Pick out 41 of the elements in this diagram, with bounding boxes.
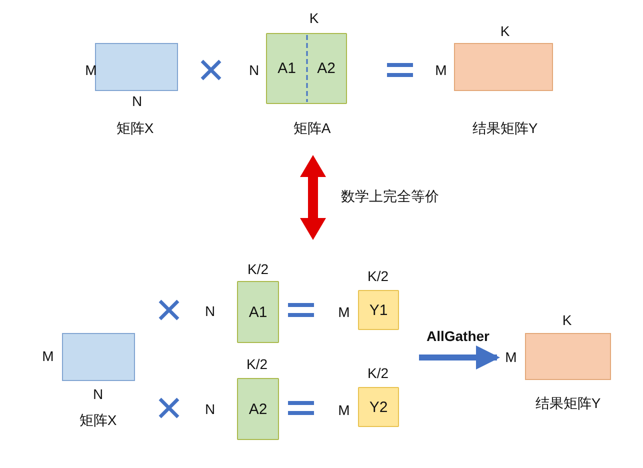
submatrix-label: A1 [278,60,296,77]
matrix-box [266,33,347,104]
matrix-box [454,43,553,91]
matrix-caption: 矩阵X [79,412,117,430]
dimension-label: K/2 [246,356,268,372]
matrix-box [237,378,279,440]
dimension-label: K [500,23,510,39]
note-text: 数学上完全等价 [341,188,439,206]
submatrix-label: A2 [248,400,268,418]
dimension-label: K [562,312,572,328]
dimension-label: M [435,62,447,78]
dimension-label: N [248,62,260,78]
dimension-label: N [92,386,104,402]
dimension-label: K/2 [368,365,388,381]
matrix-box [237,281,279,343]
matrix-caption: 矩阵X [116,120,154,138]
matrix-box [525,333,611,380]
submatrix-label: A1 [248,304,268,320]
dimension-label: M [338,402,350,418]
arrow [419,346,500,370]
dimension-label: K/2 [368,268,388,284]
dimension-label: N [204,401,216,417]
dimension-label: N [132,93,142,109]
matrix-caption: 结果矩阵Y [472,120,538,138]
submatrix-label: Y2 [369,398,388,416]
matrix-box [95,43,178,91]
dimension-label: M [338,304,350,320]
dimension-label: M [85,62,97,78]
matrix-caption: 矩阵A [293,120,331,138]
dimension-label: N [204,303,216,319]
submatrix-label: A2 [317,60,336,77]
edge-label: AllGather [426,328,490,344]
dimension-label: M [505,349,517,365]
submatrix-label: Y1 [369,302,388,318]
matrix-box [62,333,135,381]
dimension-label: K/2 [248,261,268,277]
dimension-label: M [42,348,54,364]
matrix-box [358,290,399,330]
dimension-label: K [309,10,319,26]
matrix-caption: 结果矩阵Y [535,395,601,413]
matrix-box [358,387,399,427]
